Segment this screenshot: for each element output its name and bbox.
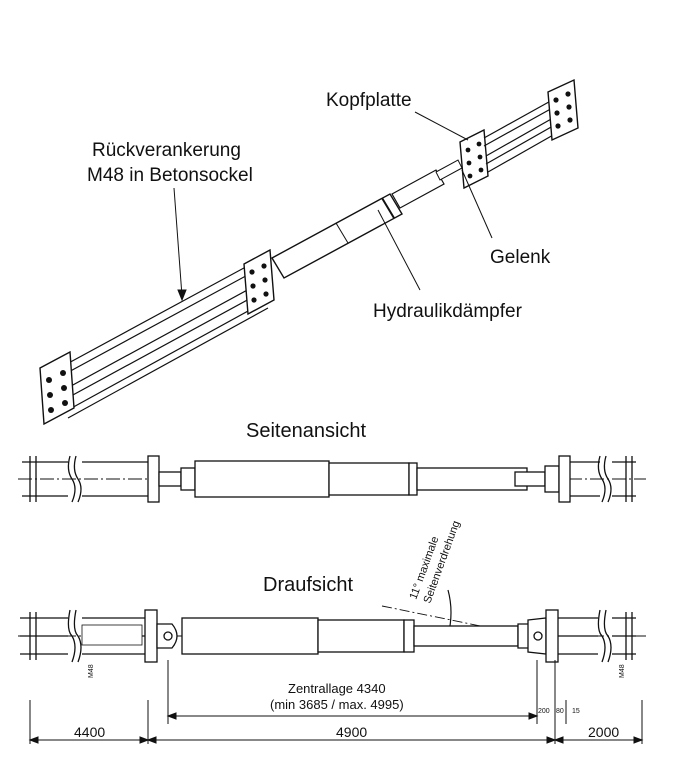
anchor-plate-right <box>547 78 579 142</box>
head-plate-left <box>243 248 275 316</box>
label-m48-left: M48 <box>88 664 95 678</box>
anchor-rods-left <box>51 261 269 419</box>
label-kopfplatte: Kopfplatte <box>326 90 412 111</box>
anchor-plate-left <box>39 350 75 426</box>
dimension-lines <box>28 660 644 744</box>
dim-4900: 4900 <box>336 724 367 740</box>
label-zentrallage: Zentrallage 4340 <box>288 681 386 696</box>
rotation-note: 11° maximale Seitenverdrehung <box>381 519 521 637</box>
dim-2000: 2000 <box>588 724 619 740</box>
label-hydraulikdaempfer: Hydraulikdämpfer <box>373 301 523 322</box>
label-m48-right: M48 <box>619 664 626 678</box>
cylinder-iso <box>271 159 463 279</box>
isometric-view <box>39 78 579 426</box>
dim-80: 80 <box>556 708 564 715</box>
side-view <box>18 455 646 503</box>
title-seitenansicht: Seitenansicht <box>246 420 367 442</box>
leader-lines <box>173 111 493 302</box>
label-m48-betonsockel: M48 in Betonsockel <box>87 165 253 186</box>
top-view <box>18 609 646 663</box>
dim-200: 200 <box>538 708 550 715</box>
label-gelenk: Gelenk <box>490 247 551 268</box>
label-zentrallage-range: (min 3685 / max. 4995) <box>270 697 404 712</box>
dim-4400: 4400 <box>74 724 105 740</box>
anchor-rods-right <box>483 97 563 173</box>
head-plate-right <box>459 128 489 190</box>
dim-15: 15 <box>572 708 580 715</box>
title-draufsicht: Draufsicht <box>263 574 353 596</box>
label-rueckverankerung: Rückverankerung <box>92 140 241 161</box>
